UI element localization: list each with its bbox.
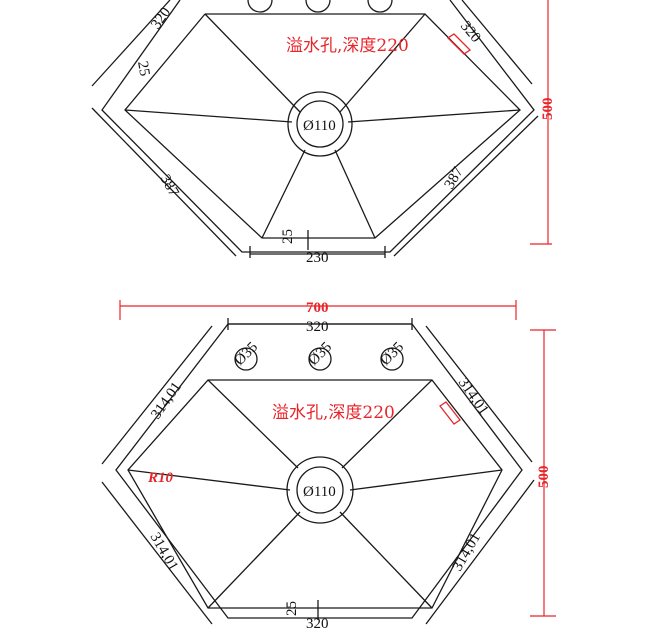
top-floor-line [339,13,426,113]
bottom-drain-label: Ø110 [303,484,336,500]
top-height-dimension [530,0,552,245]
bottom-height-dimension [530,329,556,617]
bottom-width-dimension [119,300,517,320]
top-dim-line-upper-right [461,0,533,85]
bottom-floor-line [207,379,299,469]
bottom-dim-bottom-rim: 25 [284,601,300,616]
bottom-dim-upper-left: 314,01 [148,379,185,422]
bottom-overflow-slot [439,401,461,425]
bottom-floor-line [207,511,301,609]
top-hole [247,0,273,13]
top-floor-line [347,109,521,123]
bottom-radius-label: R10 [147,470,174,486]
bottom-hole-right [380,347,404,371]
bottom-dim-line-upper-left [101,325,213,465]
top-dim-height: 500 [540,98,556,121]
top-dim-rim: 25 [134,60,152,78]
top-drain-label: Ø110 [303,118,336,134]
bottom-hole-center [308,347,332,371]
bottom-dim-line-lower-left [101,481,213,625]
top-floor-line [204,13,301,113]
bottom-floor-line [339,511,433,609]
bottom-dim-width: 700 [306,300,329,316]
bottom-outer-outline [115,323,523,619]
bottom-dim-height: 500 [536,466,552,489]
top-dim-lower-right: 387 [442,164,467,192]
top-floor-line [261,149,306,239]
bottom-dim-line-upper-right [425,325,533,463]
top-overflow-slot [446,33,472,55]
top-floor-line [124,109,293,123]
top-sink-diagram [91,0,539,258]
top-dim-upper-left: 320 [148,5,174,33]
bottom-hole-left [234,347,258,371]
top-drain-outer [287,91,353,157]
bottom-floor-line [127,469,291,491]
bottom-drain-outer [286,456,354,524]
bottom-dim-lower-right: 314,01 [450,530,484,574]
bottom-overflow-note: 溢水孔,深度220 [272,403,395,423]
bottom-drain-inner [296,466,344,514]
bottom-dim-bottom: 320 [306,616,329,628]
top-hole [367,0,393,13]
bottom-floor-line [349,469,503,491]
bottom-dim-top: 320 [306,319,329,335]
top-dim-line-upper-left [91,0,171,87]
top-dim-bottom: 230 [306,250,329,266]
bottom-floor-line [341,379,433,469]
top-hole [305,0,331,13]
bottom-dim-line-lower-right [425,479,535,625]
top-dim-line-lower-right [393,115,539,257]
top-dim-bottom-rim: 25 [280,229,296,244]
top-drain-inner [296,100,344,148]
bottom-sink-diagram [101,318,535,625]
top-floor-line [334,149,376,239]
top-outer-outline [101,0,535,253]
bottom-dim-upper-right: 314,01 [455,375,492,418]
top-overflow-note: 溢水孔,深度220 [286,36,409,56]
top-dim-line-lower-left [91,107,237,257]
